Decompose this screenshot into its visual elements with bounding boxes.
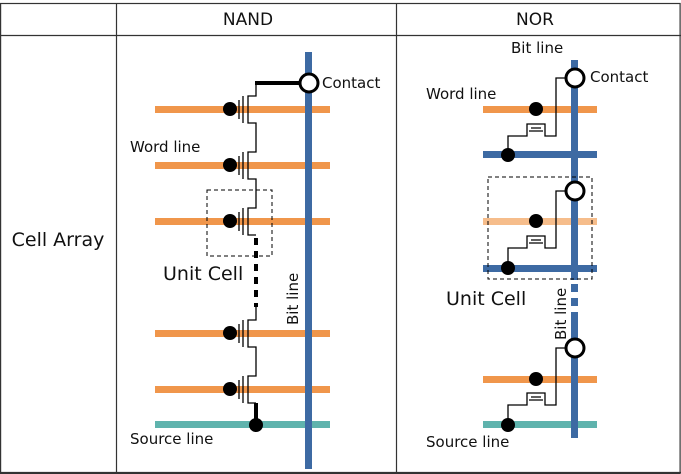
nor-bit-line-lower [571,312,578,438]
row-label-cell-array: Cell Array [12,229,105,251]
nor-bit-line-dash [571,298,578,306]
nand-transistor-string-lower [238,307,257,404]
nand-diagram: Contact Word line Unit Cell Bit line Sou… [130,52,380,469]
nand-gate-dot [223,214,237,228]
nor-bit-line-dash [571,284,578,292]
nand-source-line [155,421,330,428]
nand-source-contact-dot [249,418,263,432]
nand-unit-cell-box [206,189,273,257]
nor-bit-line-upper [571,60,578,280]
nor-bit-line-label: Bit line [552,288,570,340]
nand-word-line-label: Word line [130,138,200,156]
nor-gate-dot [529,372,543,386]
nor-contact-circle [564,67,586,89]
nor-contact-circle [564,180,586,202]
nor-unit-cell-label: Unit Cell [446,288,526,310]
nor-gate-dots [501,102,543,432]
nor-source-line-row [483,265,597,272]
nand-gate-dot [223,102,237,116]
nand-transistor-string-upper [238,83,257,236]
nor-unit-cell-box [487,176,593,280]
nor-source-dot [501,418,515,432]
nor-source-line [483,421,597,428]
nor-source-line-row [483,151,597,158]
nor-contact-label: Contact [590,68,648,86]
header-nand: NAND [223,10,273,30]
header-nor: NOR [516,10,554,30]
nand-contact-label: Contact [322,74,380,92]
nand-gate-dot [223,326,237,340]
nand-unit-cell-label: Unit Cell [163,263,243,285]
nor-gate-dot [529,102,543,116]
nor-bit-line-top-label: Bit line [511,39,563,57]
nor-gate-dot [529,214,543,228]
nand-gate-dot [223,158,237,172]
nor-source-line-label: Source line [426,433,509,451]
nor-contact-circle [564,337,586,359]
nor-source-dot [501,148,515,162]
nand-contact-circle [298,72,320,94]
nand-source-line-label: Source line [130,430,213,448]
nand-bit-line-label: Bit line [284,273,302,325]
nand-gate-dot [223,382,237,396]
nor-source-dot [501,261,515,275]
nand-gate-dots [223,102,263,432]
nor-cell-wiring [507,77,574,425]
nor-word-line-label: Word line [426,85,496,103]
nor-contact-circles [564,67,586,359]
nor-diagram: Bit line Contact Word line Unit Cell Bit… [426,39,648,451]
nand-bit-line [305,52,312,469]
